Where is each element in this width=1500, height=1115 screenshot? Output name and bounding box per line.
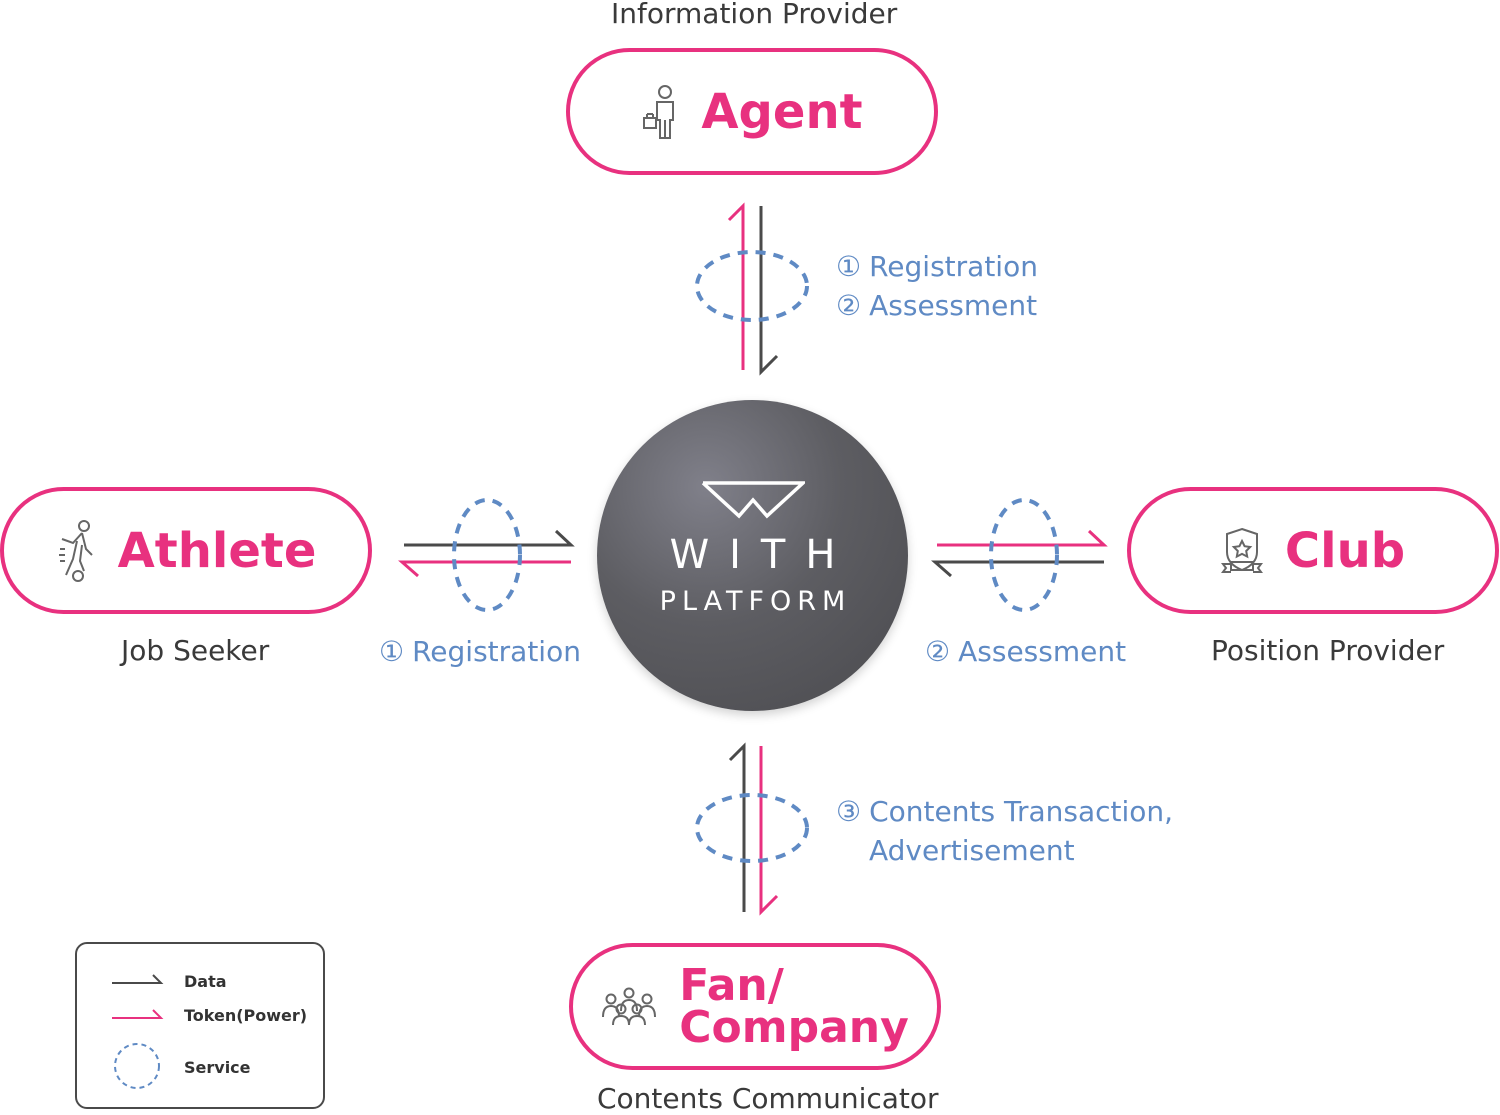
- legend-service-label: Service: [184, 1058, 251, 1077]
- legend-token-label: Token(Power): [184, 1006, 308, 1025]
- athlete-data-arrow: [404, 529, 575, 547]
- agent-label: Agent: [701, 83, 863, 140]
- hub-title: WITH: [669, 532, 856, 578]
- athlete-node: Athlete: [0, 487, 372, 614]
- with-logo-icon: [701, 481, 805, 519]
- athlete-token-arrow: [398, 560, 571, 578]
- agent-data-arrow: [759, 206, 779, 376]
- club-service-ellipse: [989, 498, 1059, 612]
- fan-token-arrow: [759, 746, 779, 916]
- agent-service-ellipse: [695, 250, 809, 322]
- hub-subtitle: PLATFORM: [659, 586, 852, 617]
- athlete-service-ellipse: [452, 498, 522, 612]
- fan-company-role: Contents Communicator: [597, 1082, 939, 1115]
- fan-service-ellipse: [695, 793, 809, 863]
- club-label: Club: [1284, 522, 1406, 579]
- club-token-arrow: [937, 529, 1108, 547]
- club-role: Position Provider: [1211, 634, 1445, 667]
- legend-data-arrow: [112, 974, 164, 984]
- legend-token-arrow: [112, 1009, 164, 1019]
- legend-symbols: [112, 974, 164, 1089]
- fan-company-node: Fan/ Company: [569, 943, 941, 1070]
- fan-company-label: Fan/ Company: [679, 959, 909, 1053]
- athlete-role: Job Seeker: [121, 634, 270, 667]
- club-badge-icon: [1220, 527, 1263, 573]
- agent-role: Information Provider: [611, 0, 898, 30]
- legend-service-circle: [114, 1043, 160, 1089]
- legend: Data Token(Power) Service: [75, 942, 325, 1109]
- athlete-label: Athlete: [117, 522, 317, 579]
- fan-service-advertisement: Advertisement: [869, 834, 1075, 867]
- club-data-arrow: [931, 560, 1104, 578]
- legend-data-label: Data: [184, 972, 227, 991]
- group-of-people-icon: [602, 987, 657, 1025]
- fan-data-arrow: [728, 742, 746, 912]
- agent-node: Agent: [566, 48, 938, 175]
- agent-with-briefcase-icon: [643, 84, 675, 139]
- club-node: Club: [1127, 487, 1499, 614]
- agent-token-arrow: [727, 202, 745, 370]
- soccer-player-icon: [58, 519, 93, 582]
- with-platform-hub: WITH PLATFORM: [597, 400, 908, 711]
